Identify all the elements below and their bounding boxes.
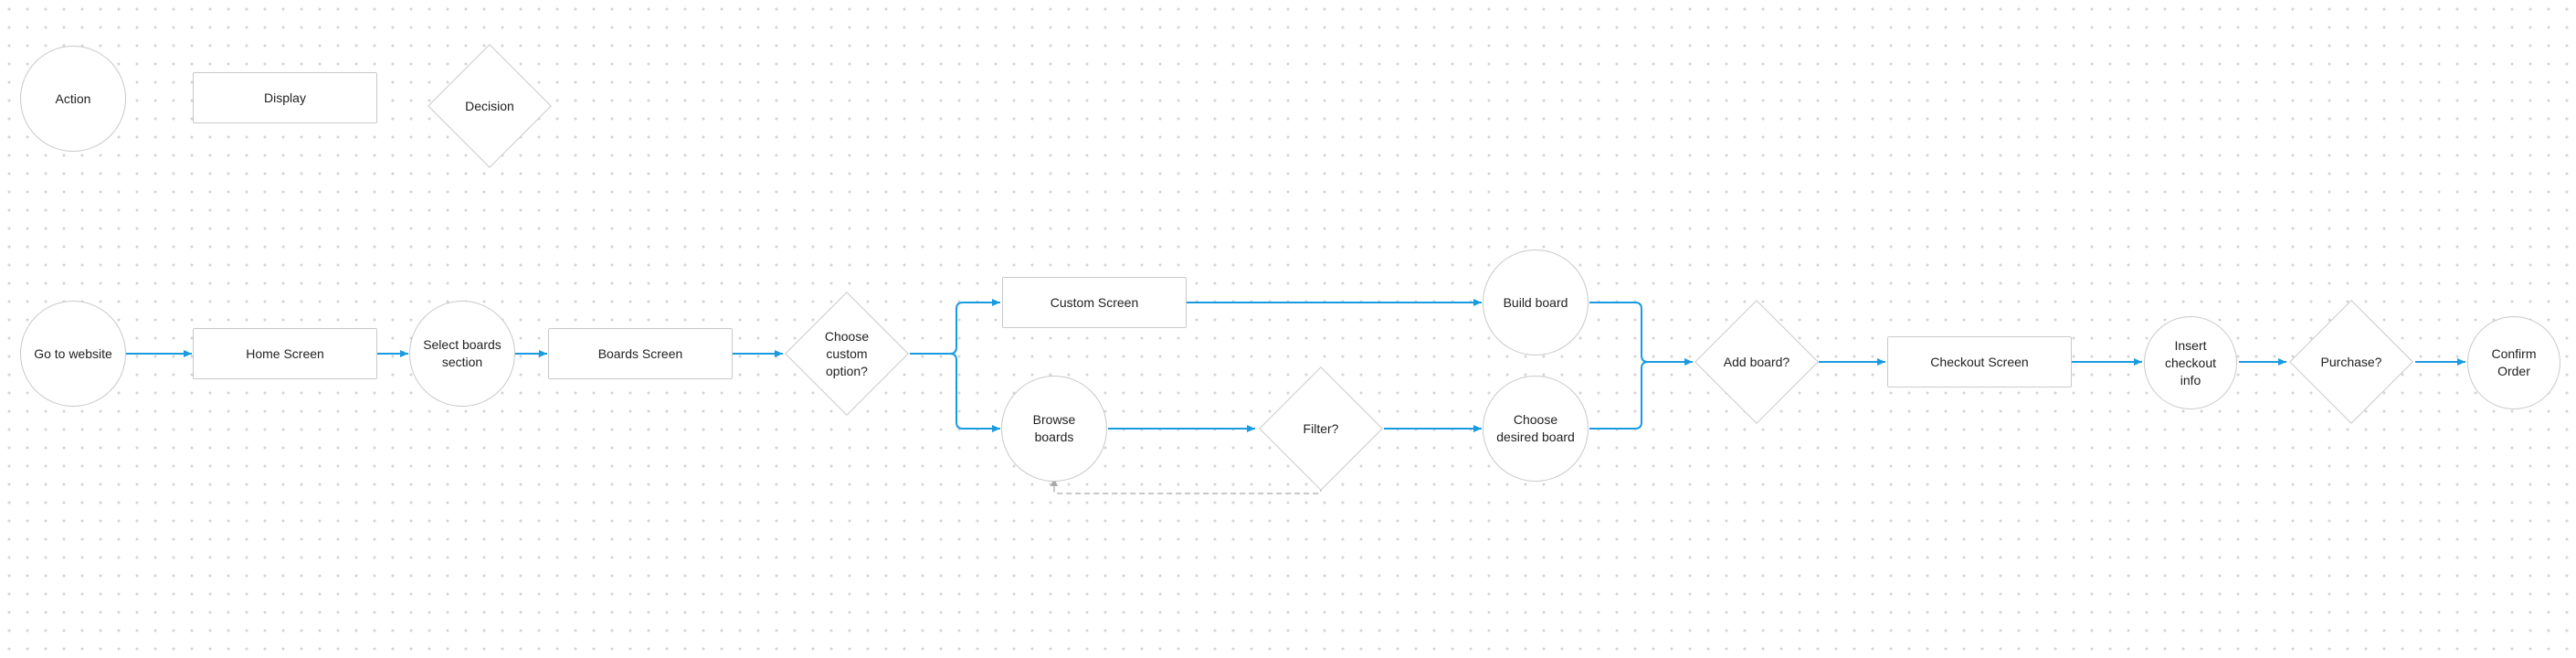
connector-choose-board-to-add: [1589, 361, 1649, 430]
legend-display-shape: Display: [193, 72, 377, 123]
node-boards-screen: Boards Screen: [548, 328, 733, 379]
decision-label: Choose custom option?: [824, 328, 870, 378]
decision-label: Decision: [465, 98, 514, 113]
node-filter: Filter?: [1259, 366, 1383, 491]
node-choose-desired-board: Choose desired board: [1483, 376, 1589, 482]
connector-choose-to-custom: [910, 299, 1000, 355]
decision-label: Purchase?: [2320, 354, 2382, 369]
node-add-board: Add board?: [1694, 300, 1819, 424]
decision-label: Filter?: [1303, 420, 1339, 436]
connector-choose-to-browse: [949, 353, 1000, 432]
legend-decision-shape: Decision: [428, 44, 552, 168]
node-insert-checkout-info: Insert checkout info: [2144, 316, 2237, 409]
connector-filter-loop-back: [1050, 478, 1322, 494]
node-purchase: Purchase?: [2289, 300, 2413, 424]
legend-action-shape: Action: [20, 46, 126, 152]
decision-label: Add board?: [1723, 354, 1790, 369]
node-build-board: Build board: [1483, 249, 1589, 356]
node-checkout-screen: Checkout Screen: [1887, 336, 2072, 387]
node-custom-screen: Custom Screen: [1002, 277, 1187, 328]
connector-build-to-add: [1589, 302, 1693, 366]
node-confirm-order: Confirm Order: [2467, 316, 2560, 409]
node-go-to-website: Go to website: [20, 301, 126, 407]
node-choose-custom-option: Choose custom option?: [785, 292, 909, 416]
node-browse-boards: Browse boards: [1001, 376, 1107, 482]
node-select-boards-section: Select boards section: [409, 301, 515, 407]
node-home-screen: Home Screen: [193, 328, 377, 379]
